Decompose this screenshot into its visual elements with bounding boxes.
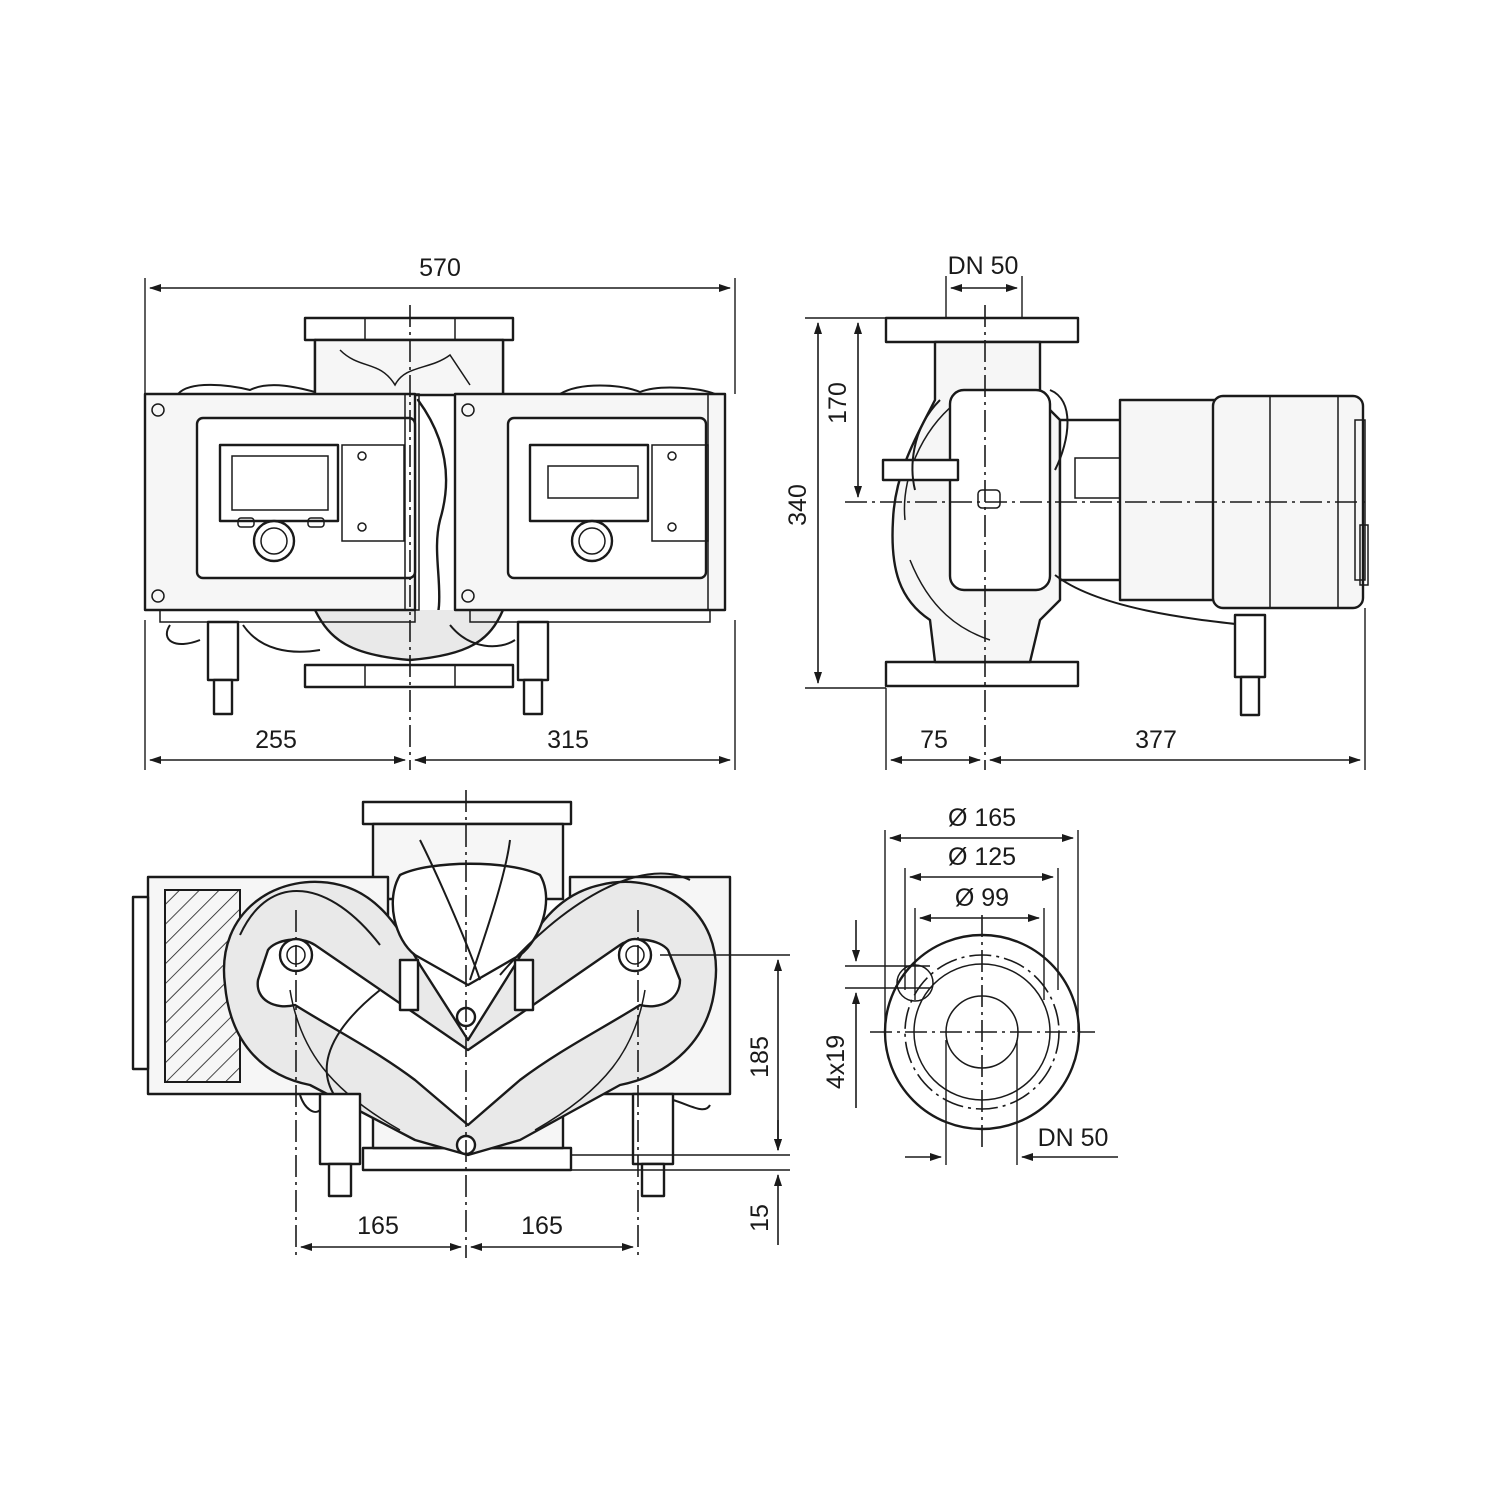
dim-base-offset: 15 [746,1204,774,1232]
dim-right-offset: 315 [547,726,589,754]
dim-flange-offset: 75 [920,726,948,754]
top-view: 165 165 185 15 [131,790,790,1258]
left-control-knob [252,519,296,563]
left-display [218,443,340,523]
dim-total-height: 340 [784,484,812,526]
dim-raised-face-diameter: Ø 99 [955,884,1009,912]
dim-nominal-size: DN 50 [1038,1124,1109,1152]
dim-flange-size: DN 50 [948,252,1019,280]
side-view: DN 50 340 170 75 377 [784,252,1370,770]
dim-bolt-circle-diameter: Ø 125 [948,843,1016,871]
dim-right-spacing: 165 [521,1212,563,1240]
dim-overall-width: 570 [419,254,461,282]
front-view: 570 255 315 [143,254,736,770]
dim-motor-length: 377 [1135,726,1177,754]
flange-view: Ø 165 Ø 125 Ø 99 4x19 DN 50 [822,804,1118,1165]
dim-outer-diameter: Ø 165 [948,804,1016,832]
dim-bolt-holes: 4x19 [822,1035,850,1089]
dim-left-offset: 255 [255,726,297,754]
twin-volute [222,880,718,1157]
right-control-knob [570,519,614,563]
dim-half-height: 170 [824,382,852,424]
dim-left-spacing: 165 [357,1212,399,1240]
right-display [528,443,650,523]
dim-port-height: 185 [746,1036,774,1078]
